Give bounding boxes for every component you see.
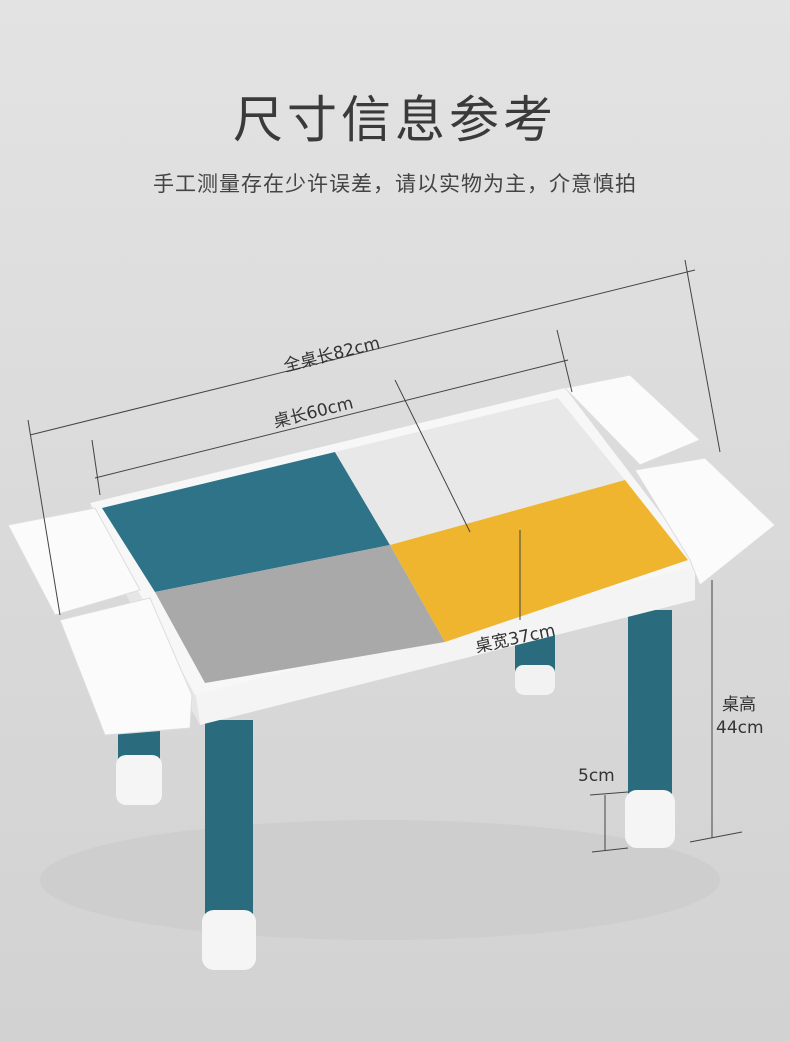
bin-back-left <box>7 507 141 616</box>
label-height: 桌高 <box>722 695 756 715</box>
back-left-foot <box>116 755 162 805</box>
front-left-leg <box>205 720 253 920</box>
dimension-lines <box>27 259 743 853</box>
front-left-foot <box>202 910 256 970</box>
bin-back-right <box>564 374 701 466</box>
label-foot-height: 5cm <box>578 766 615 786</box>
page-subtitle: 手工测量存在少许误差，请以实物为主，介意慎拍 <box>153 172 637 196</box>
plate-gray <box>155 545 445 683</box>
plate-blue <box>102 452 390 592</box>
plate-white <box>335 398 625 545</box>
front-right-leg <box>628 610 672 800</box>
bin-front-left <box>59 597 193 736</box>
bin-front-right <box>634 457 776 586</box>
page-title: 尺寸信息参考 <box>233 91 557 149</box>
label-height-value: 44cm <box>716 718 764 738</box>
back-right-foot <box>515 665 555 695</box>
floor-shadow <box>40 820 720 940</box>
plate-yellow <box>390 480 688 642</box>
front-right-foot <box>625 790 675 848</box>
table-apron <box>195 565 695 725</box>
